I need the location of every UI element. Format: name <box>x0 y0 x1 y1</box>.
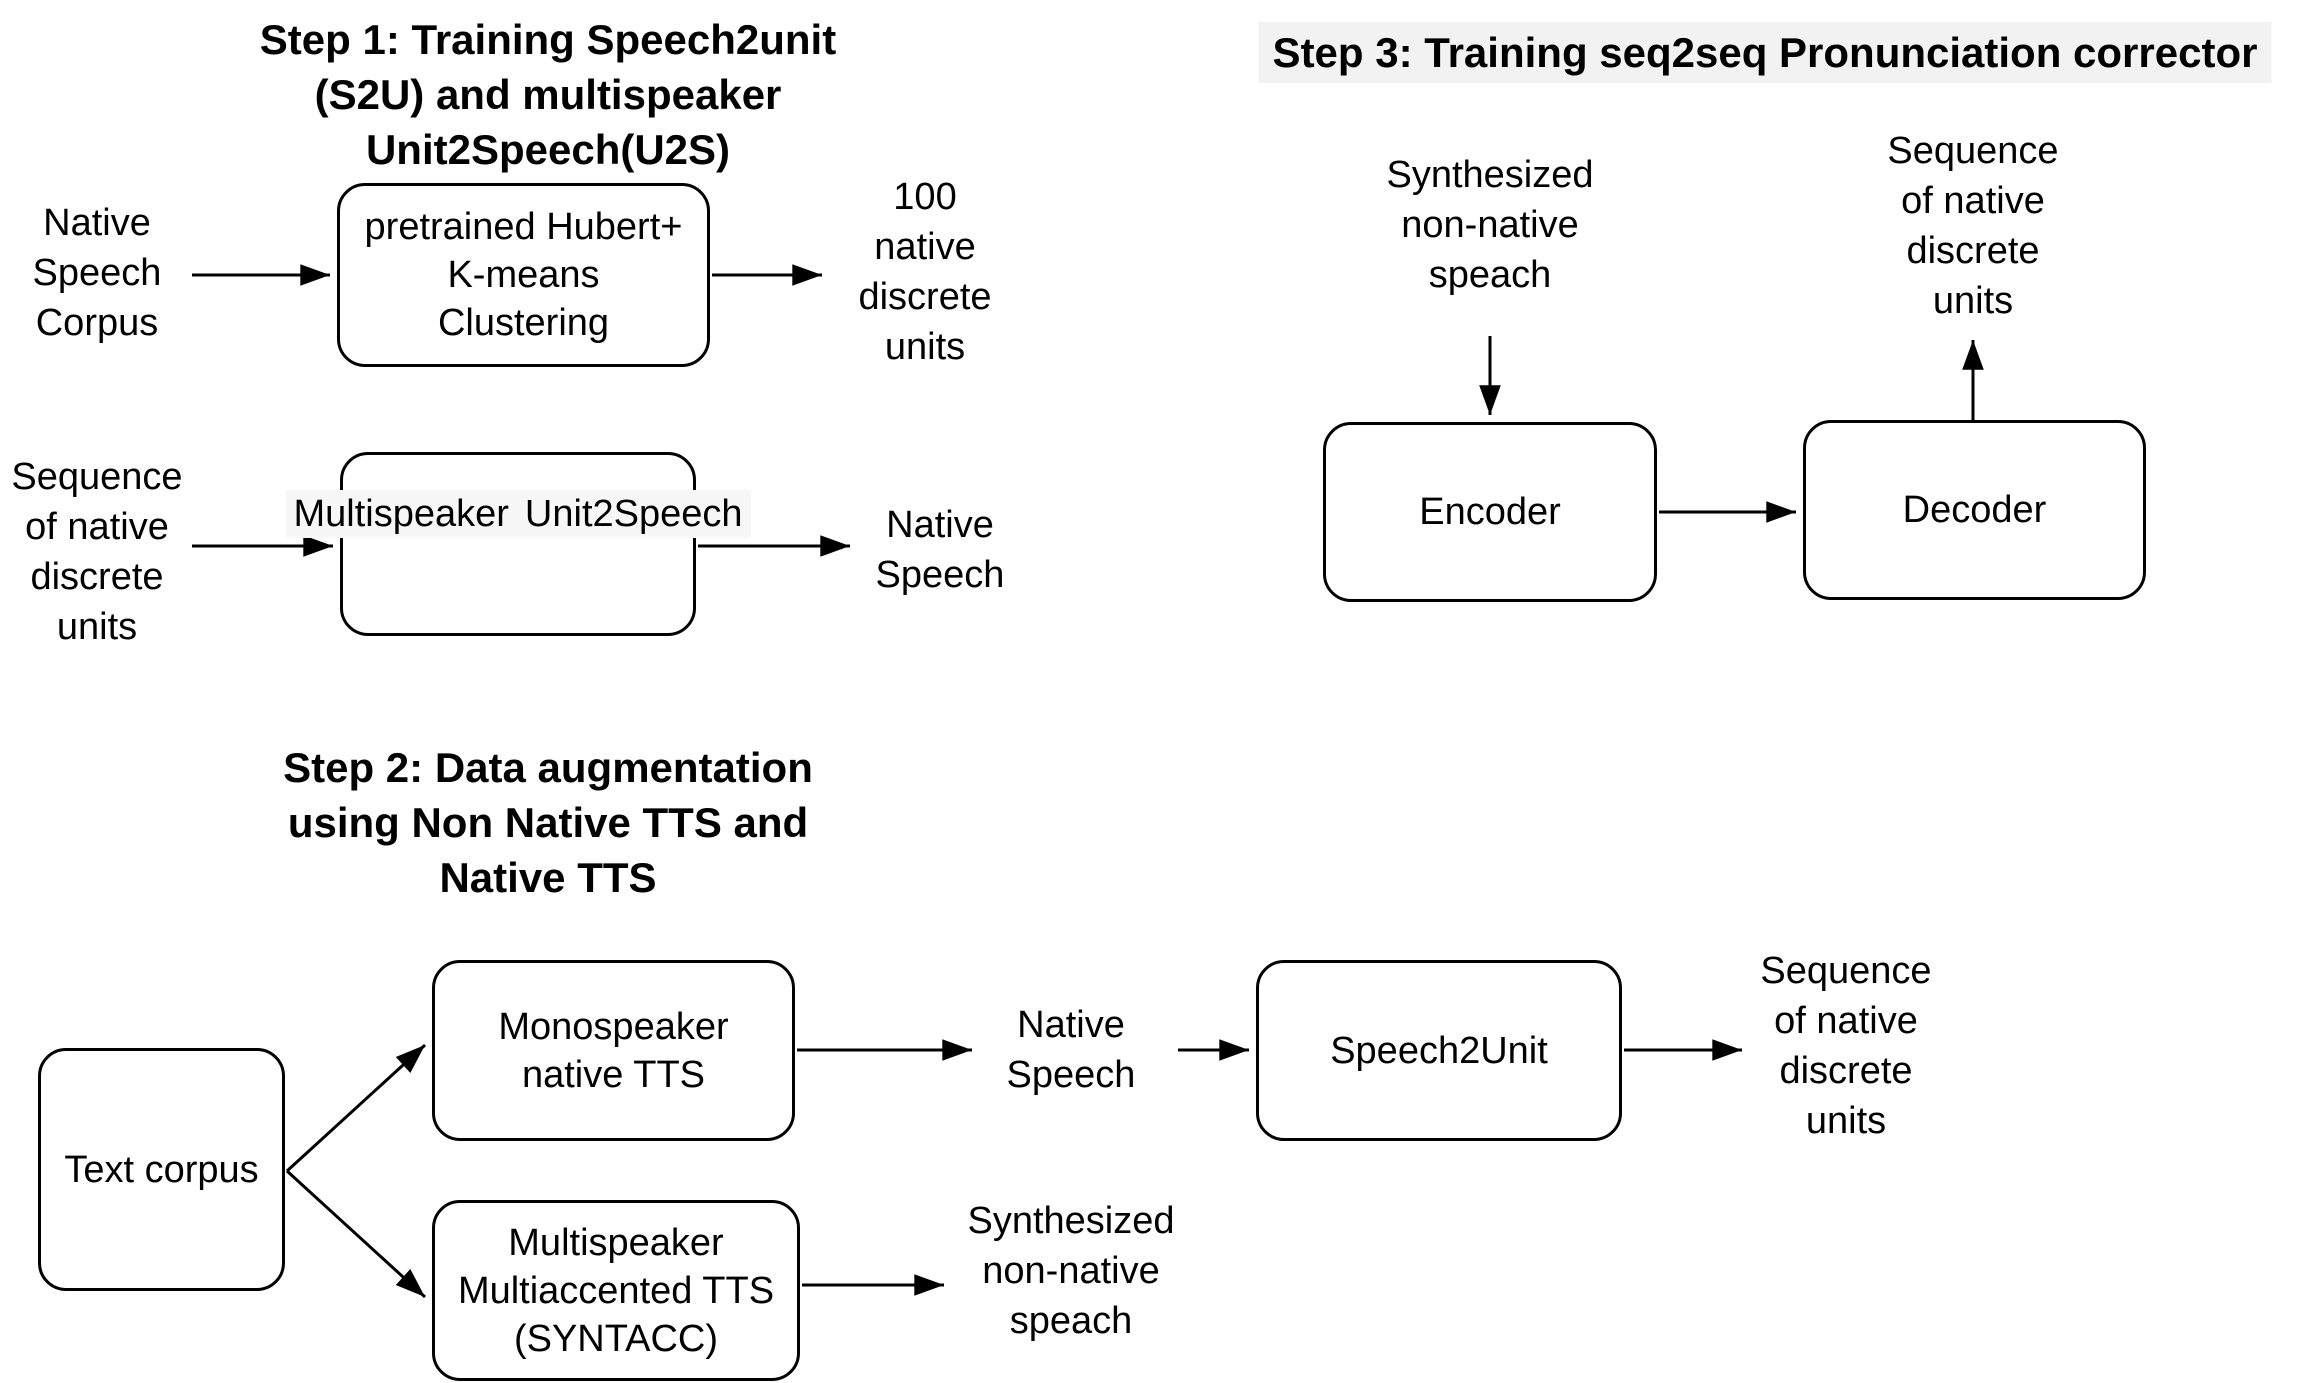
text-label-sequence-units-step2-line1: of native <box>1774 1000 1918 1042</box>
node-box-decoder: Decoder <box>1803 420 2146 600</box>
text-label-sequence-units-step2-line3: units <box>1805 1100 1887 1142</box>
node-box-speech2unit: Speech2Unit <box>1256 960 1622 1141</box>
node-box-hubert-kmeans-line2: Clustering <box>437 302 610 344</box>
node-box-text-corpus: Text corpus <box>38 1048 285 1291</box>
section-title-step1-line1: (S2U) and multispeaker <box>314 71 782 118</box>
node-box-text-corpus-line0: Text corpus <box>64 1148 259 1191</box>
text-label-synthesized-nonnative-step3-line2: speach <box>1428 254 1552 296</box>
text-label-100-native-discrete-units-line0: 100 <box>893 176 957 218</box>
text-label-sequence-units-step3: Sequence of native discrete units <box>1887 126 2058 326</box>
text-label-synthesized-nonnative-step3-line0: Synthesized <box>1386 154 1594 196</box>
text-label-synthesized-nonnative-step2-line1: non-native <box>982 1250 1160 1292</box>
node-box-multiaccented-tts-line0: Multispeaker <box>508 1221 724 1264</box>
text-label-sequence-units-step1: Sequence of native discrete units <box>11 452 182 652</box>
section-title-step3-line0: Step 3: Training seq2seq Pronunciation c… <box>1258 22 2272 83</box>
arrow-textcorpus-to-multiaccented <box>285 1169 427 1299</box>
node-box-encoder-line0: Encoder <box>1419 491 1561 533</box>
text-label-sequence-units-step3-line1: of native <box>1901 180 2045 222</box>
section-title-step2: Step 2: Data augmentation using Non Nativ… <box>283 740 813 905</box>
node-box-monospeaker-native-tts: Monospeaker native TTS <box>432 960 795 1141</box>
text-label-sequence-units-step3-line2: discrete <box>1906 230 2040 272</box>
node-box-text-corpus-text: Text corpus <box>64 1146 258 1194</box>
node-box-speech2unit-text: Speech2Unit <box>1330 1027 1548 1075</box>
section-title-step2-line0: Step 2: Data augmentation <box>283 744 813 791</box>
text-label-100-native-discrete-units-line1: native <box>874 226 976 268</box>
section-title-step2-line1: using Non Native TTS and <box>287 799 809 846</box>
text-label-native-speech-step2-line1: Speech <box>1006 1054 1136 1096</box>
node-box-monospeaker-native-tts-line0: Monospeaker <box>498 1005 729 1048</box>
node-box-speech2unit-line0: Speech2Unit <box>1330 1029 1548 1072</box>
text-label-native-speech-step1-line1: Speech <box>875 554 1005 596</box>
node-box-encoder-text: Encoder <box>1419 488 1561 536</box>
text-label-synthesized-nonnative-step2-line0: Synthesized <box>967 1200 1175 1242</box>
text-label-sequence-units-step2: Sequence of native discrete units <box>1760 946 1931 1146</box>
node-box-multispeaker-unit2speech-line0: Multispeaker <box>285 490 517 538</box>
text-label-native-speech-corpus-line2: Corpus <box>35 302 159 344</box>
text-label-native-speech-corpus-line1: Speech <box>32 252 162 294</box>
node-box-multispeaker-unit2speech-line1: Unit2Speech <box>516 490 751 538</box>
node-box-decoder-line0: Decoder <box>1902 489 2047 531</box>
section-title-step2-line2: Native TTS <box>439 854 657 901</box>
text-label-sequence-units-step2-line0: Sequence <box>1760 950 1932 992</box>
text-label-100-native-discrete-units-line2: discrete <box>858 276 992 318</box>
node-box-encoder: Encoder <box>1323 422 1657 602</box>
text-label-synthesized-nonnative-step3-line1: non-native <box>1401 204 1579 246</box>
text-label-synthesized-nonnative-step2-line2: speach <box>1009 1300 1133 1342</box>
text-label-synthesized-nonnative-step3: Synthesized non-native speach <box>1386 150 1593 300</box>
text-label-sequence-units-step1-line2: discrete <box>30 556 164 598</box>
text-label-native-speech-step2-line0: Native <box>1017 1004 1125 1046</box>
text-label-sequence-units-step1-line1: of native <box>25 506 169 548</box>
text-label-100-native-discrete-units-line3: units <box>884 326 966 368</box>
text-label-sequence-units-step1-line0: Sequence <box>11 456 183 498</box>
node-box-decoder-text: Decoder <box>1903 486 2047 534</box>
section-title-step1-line2: Unit2Speech(U2S) <box>365 126 731 173</box>
text-label-sequence-units-step1-line3: units <box>56 606 138 648</box>
section-title-step1: Step 1: Training Speech2unit (S2U) and mu… <box>260 12 836 177</box>
section-title-step1-line0: Step 1: Training Speech2unit <box>259 16 837 63</box>
section-title-step3: Step 3: Training seq2seq Pronunciation c… <box>1258 22 2272 83</box>
node-box-monospeaker-native-tts-line1: native TTS <box>521 1053 706 1096</box>
text-label-synthesized-nonnative-step2: Synthesized non-native speach <box>967 1196 1174 1346</box>
text-label-native-speech-corpus-line0: Native <box>43 202 151 244</box>
text-label-sequence-units-step2-line2: discrete <box>1779 1050 1913 1092</box>
arrow-textcorpus-to-monospeaker <box>285 1043 427 1173</box>
text-label-native-speech-step1-line0: Native <box>886 504 994 546</box>
node-box-monospeaker-native-tts-text: Monospeaker native TTS <box>498 1003 728 1099</box>
text-label-100-native-discrete-units: 100 native discrete units <box>858 172 991 372</box>
node-box-hubert-kmeans-line1: K-means <box>447 254 600 296</box>
node-box-hubert-kmeans-line0: pretrained Hubert+ <box>364 206 683 248</box>
node-box-multiaccented-tts-line2: (SYNTACC) <box>513 1317 719 1360</box>
text-label-sequence-units-step3-line3: units <box>1932 280 2014 322</box>
node-box-multiaccented-tts-line1: Multiaccented TTS <box>457 1269 775 1312</box>
text-label-sequence-units-step3-line0: Sequence <box>1887 130 2059 172</box>
